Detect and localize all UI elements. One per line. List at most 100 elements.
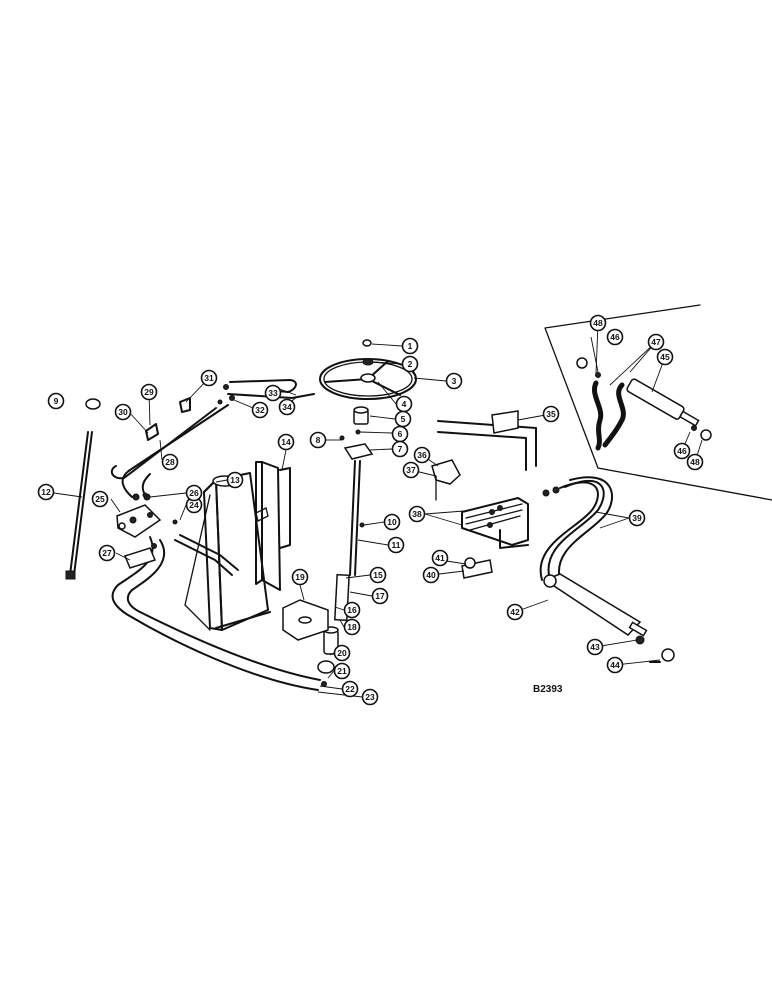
svg-text:3: 3 bbox=[452, 376, 457, 386]
leader-lines bbox=[53, 322, 703, 698]
callout-18: 18 bbox=[343, 618, 361, 636]
callout-2: 2 bbox=[401, 355, 419, 373]
svg-text:6: 6 bbox=[398, 429, 403, 439]
callout-17: 17 bbox=[371, 587, 389, 605]
inset-border bbox=[544, 304, 772, 501]
figure-reference: B2393 bbox=[533, 684, 563, 695]
svg-text:30: 30 bbox=[118, 407, 128, 417]
hydraulic-hose-a bbox=[547, 480, 605, 581]
steering-cylinder bbox=[543, 573, 648, 645]
upper-tube bbox=[229, 379, 297, 393]
svg-text:10: 10 bbox=[387, 517, 397, 527]
svg-text:43: 43 bbox=[590, 642, 600, 652]
callout-28: 28 bbox=[161, 453, 179, 471]
cover-plate bbox=[491, 410, 519, 434]
svg-text:39: 39 bbox=[632, 513, 642, 523]
callout-24: 24 bbox=[185, 496, 203, 514]
svg-text:22: 22 bbox=[345, 684, 355, 694]
inset-callout-45: 45 bbox=[656, 348, 674, 366]
svg-text:16: 16 bbox=[347, 605, 357, 615]
callout-41: 41 bbox=[431, 549, 449, 567]
inset-end-fitting-left bbox=[576, 357, 588, 369]
inset-callout-48-bottom: 48 bbox=[686, 453, 704, 471]
svg-text:20: 20 bbox=[337, 648, 347, 658]
callout-38: 38 bbox=[408, 505, 426, 523]
inset-cylinder bbox=[626, 378, 700, 427]
hydraulic-line-c bbox=[174, 539, 233, 576]
svg-text:40: 40 bbox=[426, 570, 436, 580]
callout-25: 25 bbox=[91, 490, 109, 508]
svg-text:42: 42 bbox=[510, 607, 520, 617]
svg-text:7: 7 bbox=[398, 444, 403, 454]
svg-text:38: 38 bbox=[412, 509, 422, 519]
mount-bracket bbox=[123, 547, 157, 569]
svg-text:12: 12 bbox=[41, 487, 51, 497]
control-valve bbox=[116, 504, 162, 538]
column-plate bbox=[343, 443, 374, 460]
callout-37: 37 bbox=[402, 461, 420, 479]
inset-callout-46-bottom: 46 bbox=[673, 442, 691, 460]
tube-clip bbox=[179, 397, 191, 413]
svg-text:34: 34 bbox=[282, 402, 292, 412]
svg-text:29: 29 bbox=[144, 387, 154, 397]
svg-text:25: 25 bbox=[95, 494, 105, 504]
pedestal-bracket bbox=[255, 461, 291, 591]
inset-callout-46-top: 46 bbox=[606, 328, 624, 346]
callout-12: 12 bbox=[37, 483, 55, 501]
svg-text:13: 13 bbox=[230, 475, 240, 485]
svg-text:15: 15 bbox=[373, 570, 383, 580]
svg-text:9: 9 bbox=[54, 396, 59, 406]
wheel-cap bbox=[362, 339, 372, 347]
svg-text:31: 31 bbox=[204, 373, 214, 383]
svg-text:21: 21 bbox=[337, 666, 347, 676]
callout-6: 6 bbox=[391, 425, 409, 443]
svg-text:48: 48 bbox=[593, 318, 603, 328]
inset-hose-a bbox=[592, 380, 604, 451]
inset-end-fitting-right bbox=[700, 429, 712, 441]
callout-44: 44 bbox=[606, 656, 624, 674]
bent-tube-pair bbox=[437, 420, 537, 471]
svg-text:35: 35 bbox=[546, 409, 556, 419]
callout-27: 27 bbox=[98, 544, 116, 562]
svg-text:5: 5 bbox=[401, 414, 406, 424]
callout-42: 42 bbox=[506, 603, 524, 621]
tube-clamp bbox=[145, 423, 159, 441]
svg-text:32: 32 bbox=[255, 405, 265, 415]
wheel-nut bbox=[362, 358, 374, 366]
callout-8: 8 bbox=[309, 431, 327, 449]
inset-hose-b bbox=[602, 382, 626, 448]
knob bbox=[85, 398, 101, 410]
callout-32: 32 bbox=[251, 401, 269, 419]
svg-text:26: 26 bbox=[189, 488, 199, 498]
callout-43: 43 bbox=[586, 638, 604, 656]
callout-20: 20 bbox=[333, 644, 351, 662]
callout-39: 39 bbox=[628, 509, 646, 527]
callout-21: 21 bbox=[333, 662, 351, 680]
return-tube bbox=[121, 404, 229, 498]
inset-callout-48-top: 48 bbox=[589, 314, 607, 332]
svg-text:24: 24 bbox=[189, 500, 199, 510]
callout-23: 23 bbox=[361, 688, 379, 706]
hydraulic-line-b bbox=[126, 539, 321, 681]
callout-11: 11 bbox=[387, 536, 405, 554]
svg-text:1: 1 bbox=[408, 341, 413, 351]
tube-bracket bbox=[431, 459, 461, 485]
hydraulic-line-a bbox=[111, 536, 319, 691]
callout-29: 29 bbox=[140, 383, 158, 401]
callout-33: 33 bbox=[264, 384, 282, 402]
callout-35: 35 bbox=[542, 405, 560, 423]
svg-text:28: 28 bbox=[165, 457, 175, 467]
svg-text:37: 37 bbox=[406, 465, 416, 475]
callout-15: 15 bbox=[369, 566, 387, 584]
svg-text:18: 18 bbox=[347, 622, 357, 632]
callout-10: 10 bbox=[383, 513, 401, 531]
inset-detail-panel bbox=[544, 304, 772, 501]
callout-1: 1 bbox=[401, 337, 419, 355]
callout-16: 16 bbox=[343, 601, 361, 619]
tie-rod-end bbox=[649, 648, 675, 663]
svg-text:46: 46 bbox=[677, 446, 687, 456]
inset-callout-47: 47 bbox=[647, 333, 665, 351]
svg-text:17: 17 bbox=[375, 591, 385, 601]
svg-text:33: 33 bbox=[268, 388, 278, 398]
